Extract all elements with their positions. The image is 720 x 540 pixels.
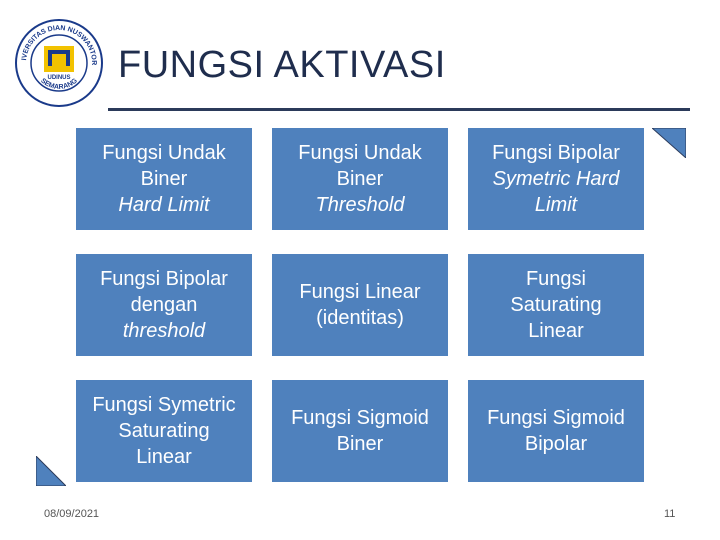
title-divider: [108, 108, 690, 111]
corner-triangle-bottom-left: [36, 456, 66, 486]
university-logo: UNIVERSITAS DIAN NUSWANTORO SEMARANG UDI…: [14, 18, 103, 107]
footer-date: 08/09/2021: [44, 508, 100, 520]
corner-triangle-top-right: [652, 128, 686, 158]
cell-linear-identitas: Fungsi Linear(identitas): [272, 254, 448, 356]
svg-text:UDINUS: UDINUS: [47, 75, 70, 81]
page-number: 11: [664, 508, 676, 520]
slide-title: FUNGSI AKTIVASI: [118, 44, 446, 86]
